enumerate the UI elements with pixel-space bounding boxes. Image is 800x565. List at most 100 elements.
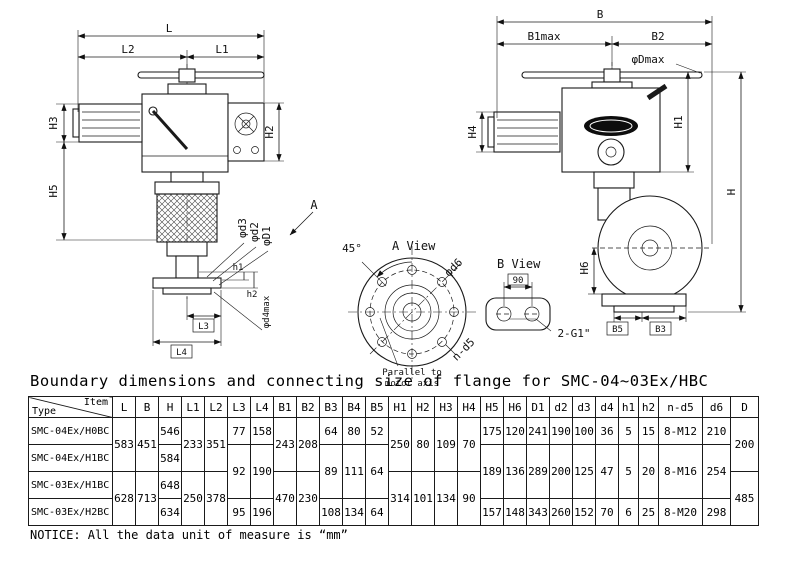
cell-r1-B5: 52	[365, 417, 389, 445]
cell-r3-H4: 90	[457, 471, 481, 526]
cell-r1-B: 451	[135, 417, 159, 472]
label-H4: H4	[466, 125, 479, 139]
col-header-d3: d3	[572, 396, 596, 418]
lever	[646, 83, 668, 101]
cell-r2-B3: 89	[319, 444, 343, 499]
handwheel-hub	[603, 68, 621, 83]
col-header-d4: d4	[595, 396, 619, 418]
gearbox-housing	[141, 93, 229, 173]
label-d2: φd2	[248, 222, 261, 242]
label-L4: L4	[176, 348, 187, 358]
motor	[493, 111, 561, 153]
conduit-bracket	[485, 297, 551, 331]
cell-r1-H2: 80	[411, 417, 435, 472]
dimension-table: Item Type L B H L1 L2 L3 L4 B1 B2 B3 B4 …	[28, 396, 759, 526]
dim-B1max-B2: B1max B2	[496, 30, 713, 66]
cell-r4-type: SMC-03Ex/H2BC	[28, 498, 113, 526]
cell-r2-h2: 20	[638, 444, 659, 499]
cell-r2-B5: 64	[365, 444, 389, 499]
dim-L2-L1: L2 L1	[77, 43, 265, 68]
cell-r2-H6: 136	[503, 444, 527, 499]
cell-r1-L2: 351	[204, 417, 228, 472]
cell-r1-nd5: 8-M12	[658, 417, 703, 445]
cell-r3-D: 485	[730, 471, 759, 526]
label-parallel-2: motor axis	[385, 379, 439, 389]
dim-H4: H4	[466, 111, 494, 153]
cell-r3-L: 628	[112, 471, 136, 526]
dim-H: H	[688, 71, 746, 313]
cell-r1-B3: 64	[319, 417, 343, 445]
neck	[593, 171, 635, 189]
base-flange	[601, 293, 687, 307]
bottom-flange	[152, 277, 222, 289]
table-row-4: SMC-03Ex/H2BC 634 95 196 108 134 64 157 …	[28, 498, 759, 526]
label-H2: H2	[263, 125, 276, 138]
corner-cell: Item Type	[28, 396, 113, 418]
handwheel-hub	[178, 68, 196, 83]
dim-h1-h2: h1 h2	[199, 263, 258, 300]
cell-r2-d2: 200	[549, 444, 573, 499]
wheel-mount	[167, 83, 207, 95]
cell-r4-h2: 25	[638, 498, 659, 526]
label-h2: h2	[247, 290, 258, 300]
label-L1: L1	[215, 43, 228, 56]
label-d4max: φd4max	[262, 295, 272, 328]
label-45deg: 45°	[342, 242, 362, 255]
motor-endcap	[487, 116, 495, 148]
cell-r2-type: SMC-04Ex/H1BC	[28, 444, 113, 472]
neck	[170, 171, 204, 183]
cell-r2-B4: 111	[342, 444, 366, 499]
motor-ribs	[82, 111, 140, 137]
dim-H5: H5	[47, 141, 157, 241]
base-step	[613, 305, 675, 313]
cell-r3-H1: 314	[388, 471, 412, 526]
lower-plate	[166, 241, 208, 257]
dim-90: 90	[503, 273, 533, 306]
col-header-H: H	[158, 396, 182, 418]
dim-H3: H3	[47, 103, 79, 143]
header-row: Item Type L B H L1 L2 L3 L4 B1 B2 B3 B4 …	[28, 396, 759, 418]
cell-r2-d3: 125	[572, 444, 596, 499]
cell-r1-B4: 80	[342, 417, 366, 445]
col-header-H2: H2	[411, 396, 435, 418]
cell-r2-h1: 5	[618, 444, 639, 499]
cell-r1-H: 546	[158, 417, 182, 445]
cell-r3-B: 713	[135, 471, 159, 526]
control-box	[227, 102, 265, 162]
b-view: B View 90 2-G1"	[485, 257, 591, 340]
col-header-d6: d6	[702, 396, 731, 418]
cell-r4-H: 634	[158, 498, 182, 526]
cell-r1-H3: 109	[434, 417, 458, 472]
cell-r4-d2: 260	[549, 498, 573, 526]
cell-r1-H1: 250	[388, 417, 412, 472]
cell-r2-L3: 92	[227, 444, 251, 499]
label-L2: L2	[121, 43, 134, 56]
cell-r3-H2: 101	[411, 471, 435, 526]
flange-diameter-callouts: φd3 φd2 φD1	[206, 218, 273, 286]
cell-r1-d4: 36	[595, 417, 619, 445]
cell-r1-h2: 15	[638, 417, 659, 445]
cell-r1-H4: 70	[457, 417, 481, 472]
col-header-B1: B1	[273, 396, 297, 418]
cell-r4-d6: 298	[702, 498, 731, 526]
label-parallel-1: Parallel to	[382, 368, 442, 378]
section-arrow-A: A	[289, 198, 318, 236]
col-header-L: L	[112, 396, 136, 418]
col-header-L4: L4	[250, 396, 274, 418]
cell-r1-d2: 190	[549, 417, 573, 445]
front-view: L L2 L1 H3 H5 H2	[47, 22, 318, 359]
dim-2G1: 2-G1"	[509, 318, 591, 340]
col-header-d2: d2	[549, 396, 573, 418]
cell-r4-L4: 196	[250, 498, 274, 526]
cell-r1-L3: 77	[227, 417, 251, 445]
table-row-3: SMC-03Ex/H1BC 628 713 648 250 378 470 23…	[28, 471, 759, 526]
dim-B: B	[496, 8, 713, 244]
col-header-B4: B4	[342, 396, 366, 418]
cell-r4-H6: 148	[503, 498, 527, 526]
label-B3: B3	[655, 325, 666, 335]
handwheel	[137, 71, 265, 79]
col-header-L2: L2	[204, 396, 228, 418]
col-header-H6: H6	[503, 396, 527, 418]
cell-r1-d3: 100	[572, 417, 596, 445]
